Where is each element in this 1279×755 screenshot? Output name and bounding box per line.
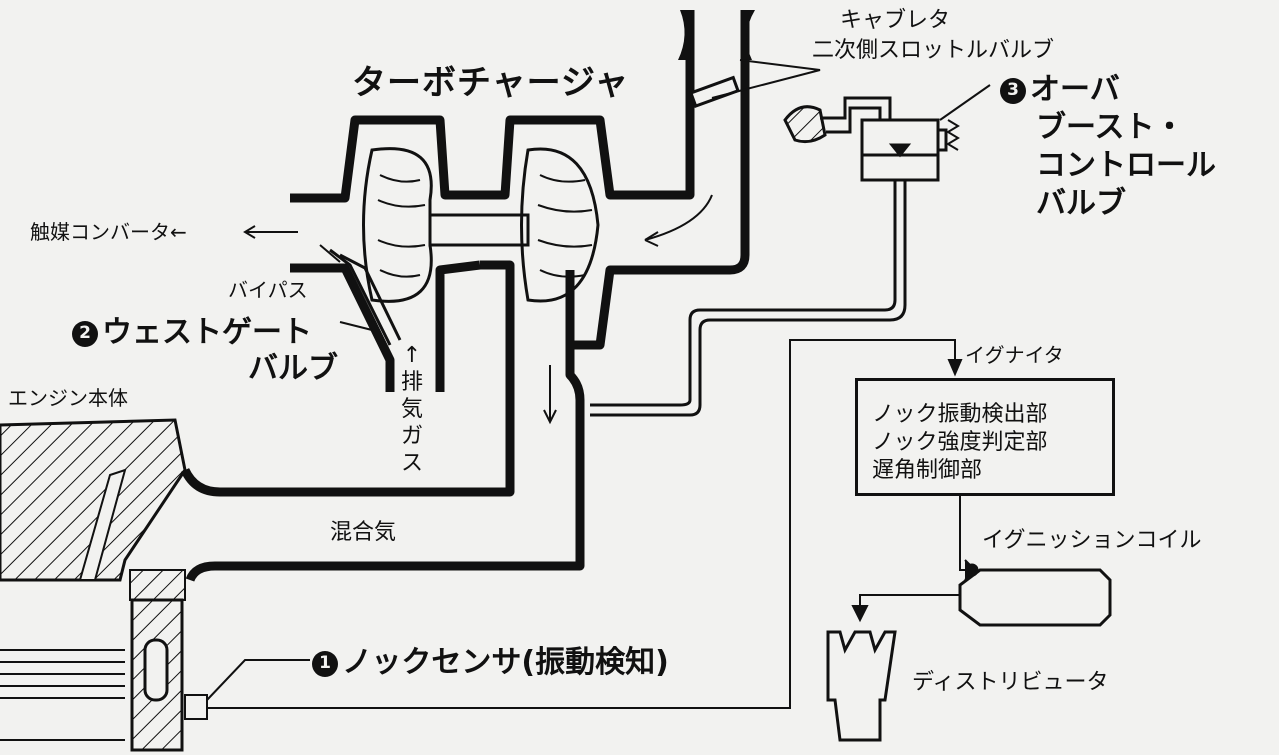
air-fuel-mixture-label: 混合気 [330,522,396,544]
ignition-coil-label: イグニッションコイル [982,530,1202,552]
overboost-label-line4: バルブ [1036,189,1126,219]
exhaust-gas-label: ↑ 排 気 ガ ス [398,342,426,477]
wastegate-label-line2: バルブ [248,354,338,384]
overboost-label-line2: ブースト・ [1036,113,1185,143]
retard-control-unit: 遅角制御部 [872,457,1112,485]
number-badge: 2 [72,321,98,347]
knock-judge-unit: ノック強度判定部 [872,429,1112,457]
catalyst-label: 触媒コンバータ← [30,222,187,242]
flow-arrows [245,195,712,422]
igniter-box: ノック振動検出部 ノック強度判定部 遅角制御部 [855,378,1115,496]
throttle-valve-label: 二次側スロットルバルブ [812,40,1054,62]
igniter-label: イグナイタ [965,345,1064,365]
turbocharger-label: ターボチャージャ [352,66,629,100]
number-badge: 3 [1000,78,1026,104]
knock-sensor [185,660,310,719]
carburetor-label: キャブレタ [840,10,950,32]
engine-body-label: エンジン本体 [8,388,128,408]
distributor-label: ディストリビュータ [912,672,1108,694]
knock-detect-unit: ノック振動検出部 [872,401,1112,429]
number-badge: 1 [312,651,338,677]
bypass-label: バイパス [228,280,308,300]
engine-block [0,420,185,750]
distributor [828,632,895,740]
overboost-valve [590,60,958,415]
overboost-label-line3: コントロール [1036,151,1216,181]
ignition-coil [960,565,1110,625]
turbine-wheels [364,149,599,302]
